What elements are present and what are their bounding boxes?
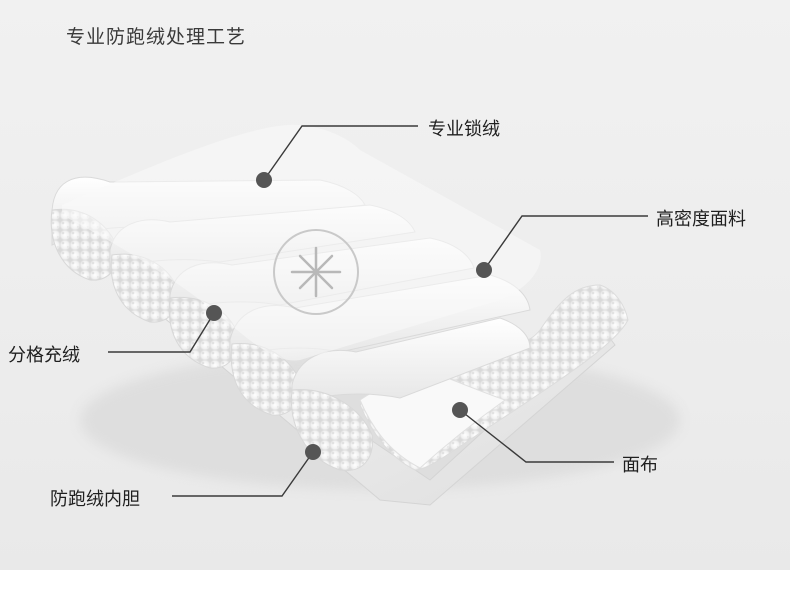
label-lock-down: 专业锁绒 — [428, 115, 500, 141]
marker-high-density — [476, 262, 492, 278]
label-high-density-fabric: 高密度面料 — [656, 205, 746, 231]
label-compartment-fill: 分格充绒 — [8, 341, 80, 367]
bottom-margin — [0, 570, 790, 601]
diagram-canvas: 专业防跑绒处理工艺 专业锁绒 高密度面料 分格充绒 防跑绒内胆 面布 — [0, 0, 790, 570]
diagram-title: 专业防跑绒处理工艺 — [66, 22, 246, 49]
marker-compartment — [206, 305, 222, 321]
label-down-proof-liner: 防跑绒内胆 — [50, 485, 140, 511]
marker-liner — [305, 444, 321, 460]
label-face-fabric: 面布 — [622, 451, 658, 477]
marker-lock-down — [256, 172, 272, 188]
marker-face-fabric — [452, 402, 468, 418]
